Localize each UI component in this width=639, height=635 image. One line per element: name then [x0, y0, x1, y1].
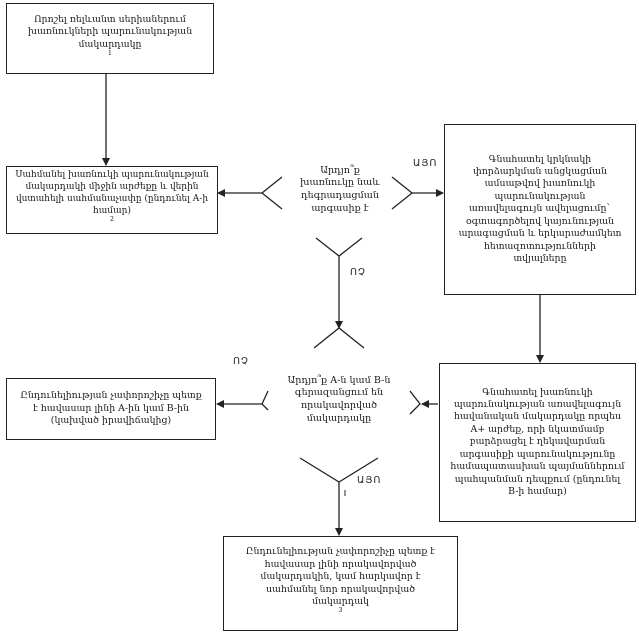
upper-diamond-left-corner — [260, 176, 283, 210]
upper-diamond-right-corner — [391, 176, 414, 210]
lower-diamond-left-corner — [261, 390, 269, 411]
box-estimate-max-level: Գնահատել խառնուկի պարունակության առավելա… — [439, 363, 636, 522]
lower-diamond-top-corner — [313, 327, 365, 349]
lower-diamond-right-corner — [409, 390, 421, 415]
box-criterion-qualified-level: Ընդունելիության չափորոշիչը պետք է հավասա… — [223, 536, 458, 631]
box-determine-impurity-level-text: Որոշել ռելևանտ սերիաներում խառնուկների պ… — [27, 13, 193, 50]
box-estimate-max-increase-text: Գնահատել կրկնակի փորձարկման անցկացման ամ… — [458, 153, 622, 264]
label-upper-no: ՈՉ — [350, 267, 366, 278]
box-criterion-a-or-b: Ընդունելիության չափորոշիչը պետք է հավասա… — [6, 378, 216, 440]
label-lower-no: ՈՉ — [233, 356, 249, 367]
box-determine-impurity-level: Որոշել ռելևանտ սերիաներում խառնուկների պ… — [6, 3, 214, 74]
label-lower-yes: ԱՅՈ — [357, 475, 382, 486]
upper-diamond-bottom-corner — [315, 237, 363, 257]
decision-exceeds-qualified-level: Արդյո՞ք A-ն կամ B-ն գերազանցում են որակա… — [272, 360, 406, 440]
box-criterion-a-or-b-text: Ընդունելիության չափորոշիչը պետք է հավասա… — [20, 390, 202, 427]
footnote-2: 2 — [109, 214, 115, 223]
box-criterion-qualified-level-text: Ընդունելիության չափորոշիչը պետք է հավասա… — [245, 546, 436, 607]
decision-is-degradation-product: Արդյո՞ք խառնուկը նաև դեգրադացման արգասիք… — [292, 150, 388, 230]
decision-is-degradation-product-text: Արդյո՞ք խառնուկը նաև դեգրադացման արգասիք… — [300, 164, 380, 214]
label-upper-yes: ԱՅՈ — [413, 158, 438, 169]
footnote-3: 3 — [338, 606, 343, 615]
box-mean-and-upper-limit-text: Սահմանել խառնուկի պարունակության մակարդա… — [15, 170, 209, 216]
box-estimate-max-level-text: Գնահատել խառնուկի պարունակության առավելա… — [450, 386, 625, 497]
box-estimate-max-increase: Գնահատել կրկնակի փորձարկման անցկացման ամ… — [444, 124, 636, 295]
box-mean-and-upper-limit: Սահմանել խառնուկի պարունակության մակարդա… — [6, 166, 218, 234]
decision-exceeds-qualified-level-text: Արդյո՞ք A-ն կամ B-ն գերազանցում են որակա… — [287, 374, 391, 424]
footnote-1: 1 — [107, 48, 113, 57]
